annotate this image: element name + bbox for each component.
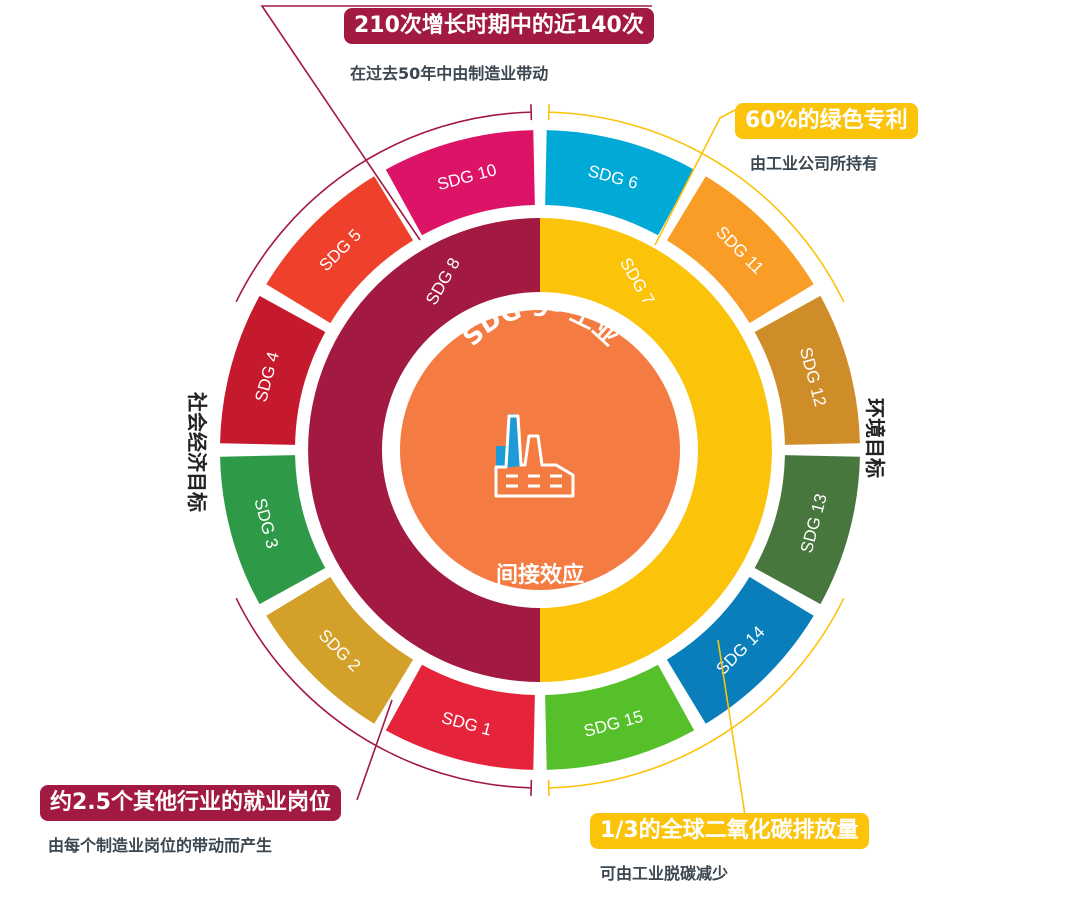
segment-sdg-15 <box>545 664 695 770</box>
right-arc-upper <box>548 111 845 303</box>
segment-sdg-11 <box>666 176 814 324</box>
factory-icon <box>494 414 575 498</box>
callout-title-1: 210次增长时期中的近140次 <box>344 8 654 44</box>
segment-sdg-4 <box>220 295 326 445</box>
segment-sdg-6 <box>545 130 695 236</box>
segment-sdg-14 <box>666 576 814 724</box>
callout-title-2: 60%的绿色专利 <box>735 103 918 139</box>
inner-ring-sdg8 <box>308 218 540 682</box>
callout-subtitle-1: 在过去50年中由制造业带动 <box>350 64 549 83</box>
leader-lines <box>260 5 746 816</box>
left-group-label: 社会经济目标 <box>185 391 209 512</box>
segment-sdg-12 <box>754 295 860 445</box>
left-arc-lower <box>235 597 532 789</box>
right-group-label: 环境目标 <box>863 398 887 478</box>
right-arc-lower <box>548 597 845 789</box>
callout-subtitle-4: 可由工业脱碳减少 <box>600 864 729 883</box>
callout-subtitle-2: 由工业公司所持有 <box>750 154 879 173</box>
segment-sdg-5 <box>266 176 414 324</box>
segment-sdg-13 <box>754 455 860 605</box>
left-arc-upper <box>235 111 532 303</box>
callout-title-4: 1/3的全球二氧化碳排放量 <box>590 813 869 849</box>
callout-title-3: 约2.5个其他行业的就业岗位 <box>40 785 341 821</box>
group-arcs <box>235 104 845 796</box>
callout-subtitle-3: 由每个制造业岗位的带动而产生 <box>48 836 273 855</box>
segment-sdg-10 <box>385 130 535 236</box>
segment-sdg-1 <box>385 664 535 770</box>
inner-ring-sdg7 <box>540 218 772 682</box>
center-subtitle: 间接效应 <box>496 562 584 588</box>
segment-sdg-3 <box>220 455 326 605</box>
segment-sdg-2 <box>266 576 414 724</box>
